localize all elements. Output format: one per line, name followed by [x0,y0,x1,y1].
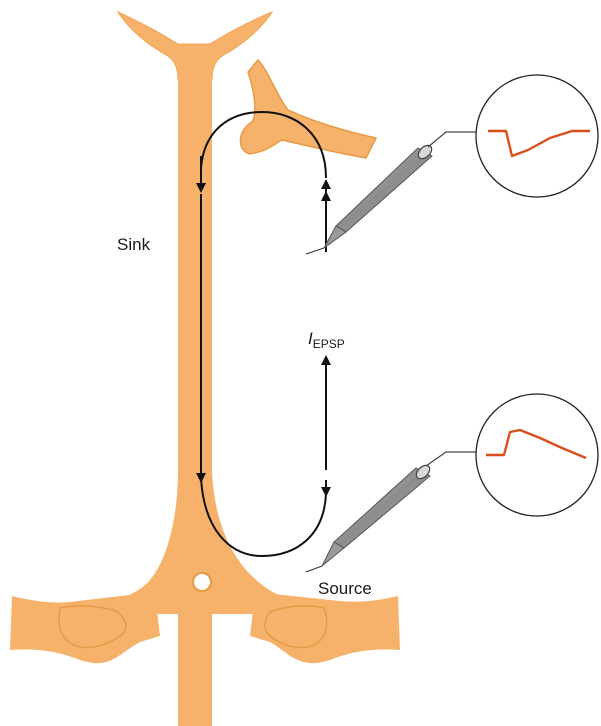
soma-nucleus [193,573,211,591]
electrode-upper-shaft [336,148,432,232]
electrode-upper-wire [428,132,476,147]
electrode-lower-shaft [334,468,430,548]
electrode-lower-wire [426,452,476,466]
neuron [10,12,400,726]
recording-scope-upper [476,75,598,197]
electrode-lower-tip [322,542,344,566]
current-label: IEPSP [308,329,345,351]
electrode-lower-tip-line [306,566,322,572]
scope-upper-circle [476,75,598,197]
current-label-subscript: EPSP [313,337,345,351]
source-label: Source [318,579,372,598]
axon [178,612,212,726]
sink-label: Sink [117,235,151,254]
apical-dendrite-shaft [100,78,308,615]
synaptic-terminal-top [240,60,376,158]
electrode-upper-tip-line [306,248,324,254]
electrode-lower [306,452,476,572]
recording-scope-lower [476,394,598,516]
